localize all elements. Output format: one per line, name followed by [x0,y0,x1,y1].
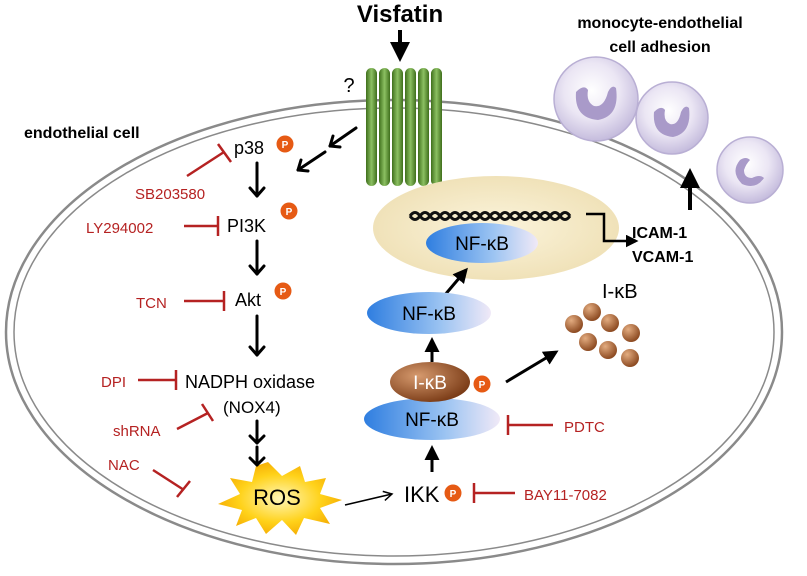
ros-burst-icon [218,462,342,535]
ikb-degraded-icon [565,303,640,367]
transcription-arrow [586,212,639,248]
ikb-bound-label: I-κB [413,373,447,394]
svg-text:P: P [479,380,486,391]
vcam-label: VCAM-1 [632,249,693,266]
inhibitor-shrna: shRNA [113,423,161,440]
svg-text:P: P [450,489,457,500]
left-pathway-arrows [248,161,266,467]
inhibitor-sb203580: SB203580 [135,186,205,203]
nfkb-free-label: NF-κB [402,304,456,325]
phospho-icon: P [276,135,294,153]
pi3k-label: PI3K [227,216,266,236]
svg-text:P: P [286,207,293,218]
nfkb-nucleus: NF-κB [426,223,538,263]
phospho-icon: P [444,484,462,502]
outcome-line2: cell adhesion [609,39,710,56]
inhibitor-tcn: TCN [136,295,167,312]
nadph-label: NADPH oxidase [185,372,315,392]
monocyte-icon [553,56,639,142]
ros-to-ikk-arrow [344,490,394,506]
phospho-icon: P [280,202,298,220]
akt-label: Akt [235,290,261,310]
inhibitor-bars [138,143,553,503]
icam-label: ICAM-1 [632,225,687,242]
cell-label: endothelial cell [24,125,140,142]
inhibitor-pdtc: PDTC [564,419,605,436]
inhibitor-nac: NAC [108,457,140,474]
monocyte-icon [716,136,784,204]
nox4-label: (NOX4) [223,398,281,417]
receptor-icon [366,68,442,186]
ikk-label: IKK [404,482,440,507]
p38-label: p38 [234,138,264,158]
nfkb-free: NF-κB [367,292,491,334]
ikb-bound: I-κB [390,362,470,402]
ikb-released-label: I-κB [602,281,638,303]
ros-label: ROS [253,485,301,510]
nfkb-complex-label: NF-κB [405,410,459,431]
ikb-release-arrow [505,350,559,384]
dna-helix-strand [408,211,572,221]
svg-text:P: P [282,140,289,151]
inhibitor-dpi: DPI [101,374,126,391]
phospho-icon: P [274,282,292,300]
receptor-arrows [296,126,358,173]
nfkb-complex: NF-κB [364,398,500,440]
unknown-receptor-mark: ? [343,75,354,97]
inhibitor-bay: BAY11-7082 [524,487,607,504]
nfkb-nucleus-label: NF-κB [455,234,509,255]
svg-text:P: P [280,287,287,298]
phospho-icon: P [473,375,491,393]
inhibitor-ly294002: LY294002 [86,220,153,237]
outcome-line1: monocyte-endothelial [577,15,742,32]
ligand-title: Visfatin [357,1,443,28]
translocation-arrow [442,267,468,297]
monocyte-icon [635,81,709,155]
